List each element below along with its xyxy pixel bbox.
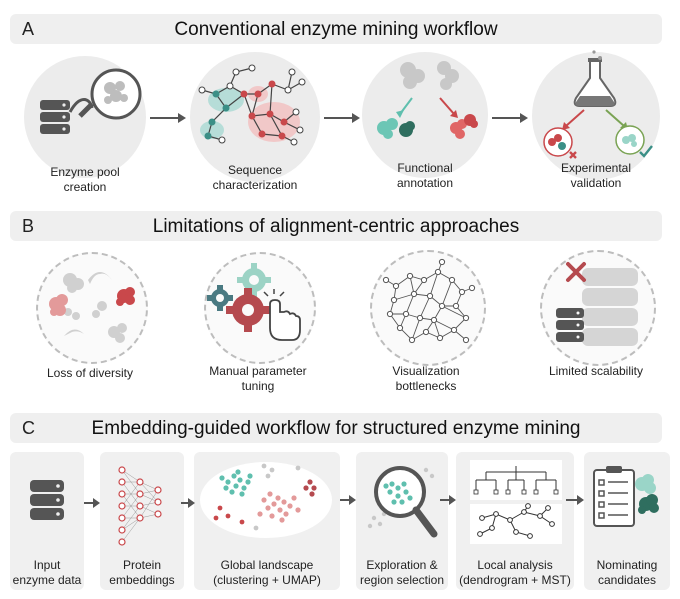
database-limit-icon (556, 262, 638, 346)
section-b-header: B Limitations of alignment-centric appro… (10, 211, 662, 241)
sequence-network-icon (198, 64, 306, 146)
arrow-a3-icon (492, 113, 528, 123)
magnifier-selection-icon (367, 466, 438, 538)
visualization-circle (370, 250, 486, 366)
gears-hand-icon (207, 263, 301, 341)
section-c-header: C Embedding-guided workflow for structur… (10, 413, 662, 443)
limitation-b4-caption: Limited scalability (548, 364, 644, 378)
flask-validation-icon (543, 50, 653, 159)
candidate-checklist-icon (593, 466, 659, 527)
database-icon (30, 480, 64, 520)
section-a-letter: A (22, 19, 35, 39)
annotation-icon (377, 61, 478, 139)
section-c-letter: C (22, 418, 35, 438)
arrow-c5-icon (566, 495, 584, 505)
section-a-title: Conventional enzyme mining workflow (174, 19, 498, 40)
database-magnifier-icon (40, 68, 142, 134)
arrow-c2-icon (181, 498, 195, 508)
arrow-c4-icon (440, 495, 456, 505)
diversity-icon (49, 272, 135, 343)
embeddings-panel (100, 452, 184, 590)
step-c5-caption: Local analysis(dendrogram + MST) (459, 558, 571, 587)
arrow-a1-icon (150, 113, 186, 123)
section-c-title: Embedding-guided workflow for structured… (91, 418, 581, 439)
dense-network-icon (382, 258, 476, 344)
arrow-c1-icon (84, 498, 100, 508)
step-c3-caption: Global landscape(clustering + UMAP) (213, 558, 321, 587)
input-panel (10, 452, 84, 590)
section-b-letter: B (22, 216, 35, 236)
limitation-b1-caption: Loss of diversity (46, 366, 134, 380)
section-a-header: A Conventional enzyme mining workflow (10, 14, 662, 44)
arrow-a2-icon (324, 113, 360, 123)
umap-landscape-icon (200, 462, 332, 538)
neural-network-icon (118, 466, 162, 546)
section-b-title: Limitations of alignment-centric approac… (152, 216, 520, 237)
arrow-c3-icon (340, 495, 356, 505)
step-c4-caption: Exploration &region selection (359, 558, 445, 587)
dendrogram-mst-icon (470, 460, 562, 544)
